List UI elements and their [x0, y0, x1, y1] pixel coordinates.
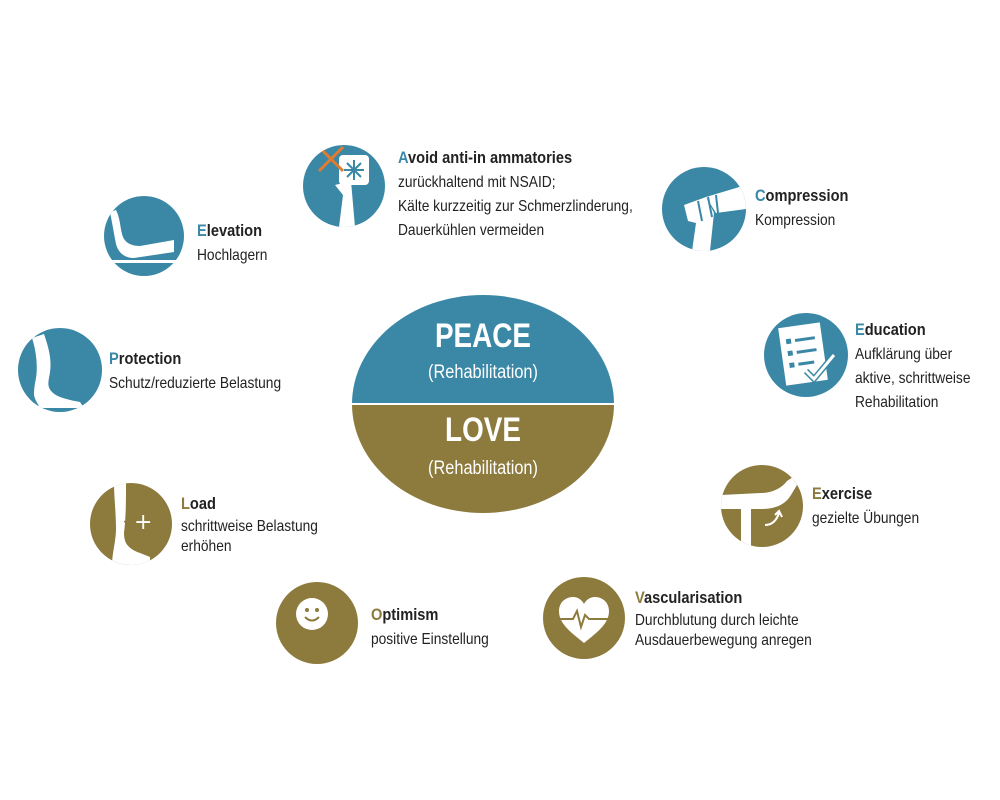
protection-title: rotection — [118, 349, 182, 368]
education-title: ducation — [864, 320, 926, 339]
avoid-desc-line-2: Kälte kurzzeitig zur Schmerzlinderung, — [398, 198, 633, 215]
checklist-icon — [764, 313, 848, 397]
avoid-desc-line-3: Dauerkühlen vermeiden — [398, 222, 545, 239]
protection-initial: P — [109, 349, 119, 368]
center-divider — [352, 403, 614, 406]
avoid-desc-line-1: zurückhaltend mit NSAID; — [398, 174, 556, 191]
education-desc-line-3: Rehabilitation — [855, 394, 939, 411]
optimism-initial: O — [371, 605, 383, 624]
optimism-title: ptimism — [382, 605, 439, 624]
load-plus-glyph: + — [134, 510, 152, 535]
compression-title: ompression — [765, 186, 849, 205]
elevation-initial: E — [197, 221, 207, 240]
education-initial: E — [855, 320, 865, 339]
compression-initial: C — [755, 186, 766, 205]
leg-exercise-icon — [721, 465, 803, 547]
education-desc-line-2: aktive, schrittweise — [855, 370, 971, 387]
love-title: LOVE — [445, 411, 521, 449]
smiley-icon — [276, 582, 358, 664]
vascularisation-desc-line-2: Ausdauerbewegung anregen — [635, 632, 812, 649]
foot-protection-icon — [18, 328, 102, 412]
load-initial: L — [181, 494, 190, 513]
load-desc-line-1: schrittweise Belastung — [181, 518, 318, 535]
exercise-initial: E — [812, 484, 822, 503]
peace-title: PEACE — [434, 317, 532, 355]
leg-elevation-icon — [104, 196, 184, 276]
exercise-title: xercise — [821, 484, 873, 503]
education-desc-line-1: Aufklärung über — [855, 346, 953, 363]
avoid-initial: A — [398, 148, 409, 167]
compression-bandage-icon — [662, 167, 746, 251]
love-subtitle: (Rehabilitation) — [428, 458, 538, 479]
load-title: oad — [189, 494, 216, 513]
protection-desc: Schutz/reduzierte Belastung — [109, 375, 282, 392]
compression-desc: Kompression — [755, 212, 836, 229]
optimism-desc: positive Einstellung — [371, 631, 489, 648]
load-arrow-glyph: ↓ — [120, 509, 135, 530]
peace-section: PEACE (Rehabilitation) — [352, 295, 614, 405]
ice-pack-icon — [303, 145, 385, 227]
heartbeat-icon — [543, 577, 625, 659]
elevation-desc: Hochlagern — [197, 247, 268, 264]
love-section: LOVE (Rehabilitation) — [352, 405, 614, 513]
avoid-title: void anti-in ammatories — [408, 148, 573, 167]
exercise-desc: gezielte Übungen — [812, 510, 920, 527]
leg-load-icon: ↓ + — [90, 483, 172, 565]
peace-subtitle: (Rehabilitation) — [428, 362, 538, 383]
vascularisation-desc-line-1: Durchblutung durch leichte — [635, 612, 799, 629]
peace-love-center: PEACE (Rehabilitation) LOVE (Rehabilitat… — [352, 295, 614, 513]
elevation-title: levation — [206, 221, 263, 240]
load-desc-line-2: erhöhen — [181, 538, 232, 555]
vascularisation-title: ascularisation — [643, 588, 743, 607]
vascularisation-initial: V — [635, 588, 644, 607]
